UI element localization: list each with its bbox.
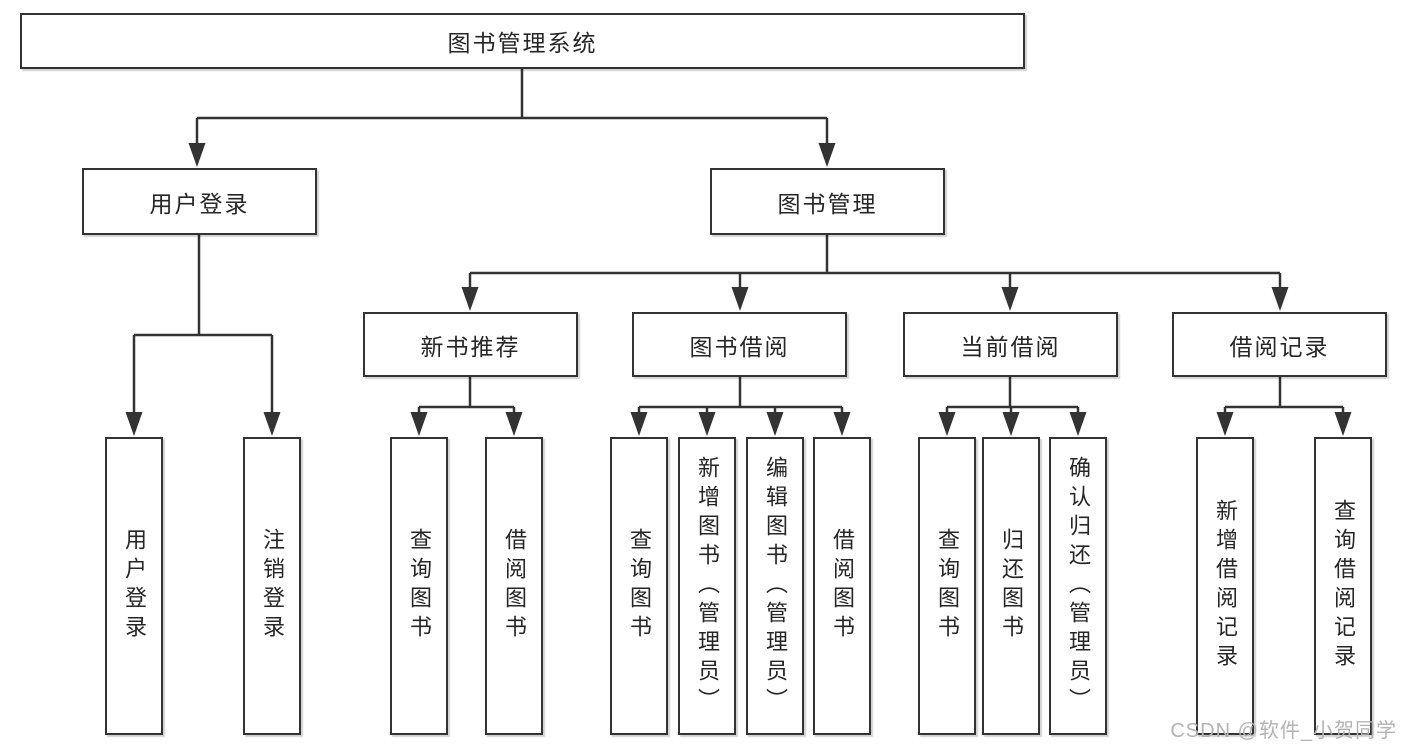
leaf-add-borrow-record: 新增借阅记录 [1196, 437, 1254, 735]
node-label: 用户登录 [122, 528, 147, 644]
leaf-query-borrow-record: 查询借阅记录 [1314, 437, 1372, 735]
leaf-borrow-books-recommend: 借阅图书 [485, 437, 543, 735]
node-label: 借阅图书 [830, 528, 855, 644]
leaf-confirm-return-admin: 确认归还（管理员） [1049, 437, 1107, 735]
node-label: 查询借阅记录 [1331, 499, 1356, 673]
leaf-logout-login: 注销登录 [243, 437, 301, 735]
node-label: 新增图书（管理员） [695, 455, 720, 717]
node-label: 归还图书 [999, 528, 1024, 644]
node-label: 新书推荐 [420, 333, 521, 360]
leaf-borrow-books-borrowing: 借阅图书 [813, 437, 871, 735]
node-current-borrowing: 当前借阅 [903, 312, 1118, 377]
node-label: 借阅图书 [502, 528, 527, 644]
leaf-return-books: 归还图书 [982, 437, 1040, 735]
leaf-user-login: 用户登录 [105, 437, 163, 735]
node-label: 借阅记录 [1229, 333, 1330, 360]
node-label: 用户登录 [149, 190, 250, 217]
node-label: 查询图书 [935, 528, 960, 644]
node-label: 查询图书 [407, 528, 432, 644]
csdn-watermark: CSDN @软件_小贺同学 [1170, 720, 1397, 742]
node-label: 当前借阅 [960, 333, 1061, 360]
node-label: 图书管理系统 [447, 30, 598, 56]
node-book-management: 图书管理 [710, 168, 945, 235]
node-borrowing-records: 借阅记录 [1172, 312, 1387, 377]
leaf-query-books-recommend: 查询图书 [390, 437, 448, 735]
node-label: 注销登录 [260, 528, 285, 644]
leaf-edit-books-admin: 编辑图书（管理员） [746, 437, 804, 735]
node-label: 新增借阅记录 [1213, 499, 1238, 673]
node-user-login: 用户登录 [82, 168, 317, 235]
node-label: 查询图书 [627, 528, 652, 644]
node-label: 编辑图书（管理员） [763, 455, 788, 717]
leaf-add-books-admin: 新增图书（管理员） [678, 437, 736, 735]
node-root: 图书管理系统 [20, 13, 1025, 69]
node-book-borrowing: 图书借阅 [632, 312, 847, 377]
node-new-book-recommendation: 新书推荐 [363, 312, 578, 377]
node-label: 图书借阅 [689, 333, 790, 360]
leaf-query-books-borrowing: 查询图书 [610, 437, 668, 735]
node-label: 确认归还（管理员） [1066, 455, 1091, 717]
leaf-query-books-current: 查询图书 [918, 437, 976, 735]
node-label: 图书管理 [777, 190, 878, 217]
